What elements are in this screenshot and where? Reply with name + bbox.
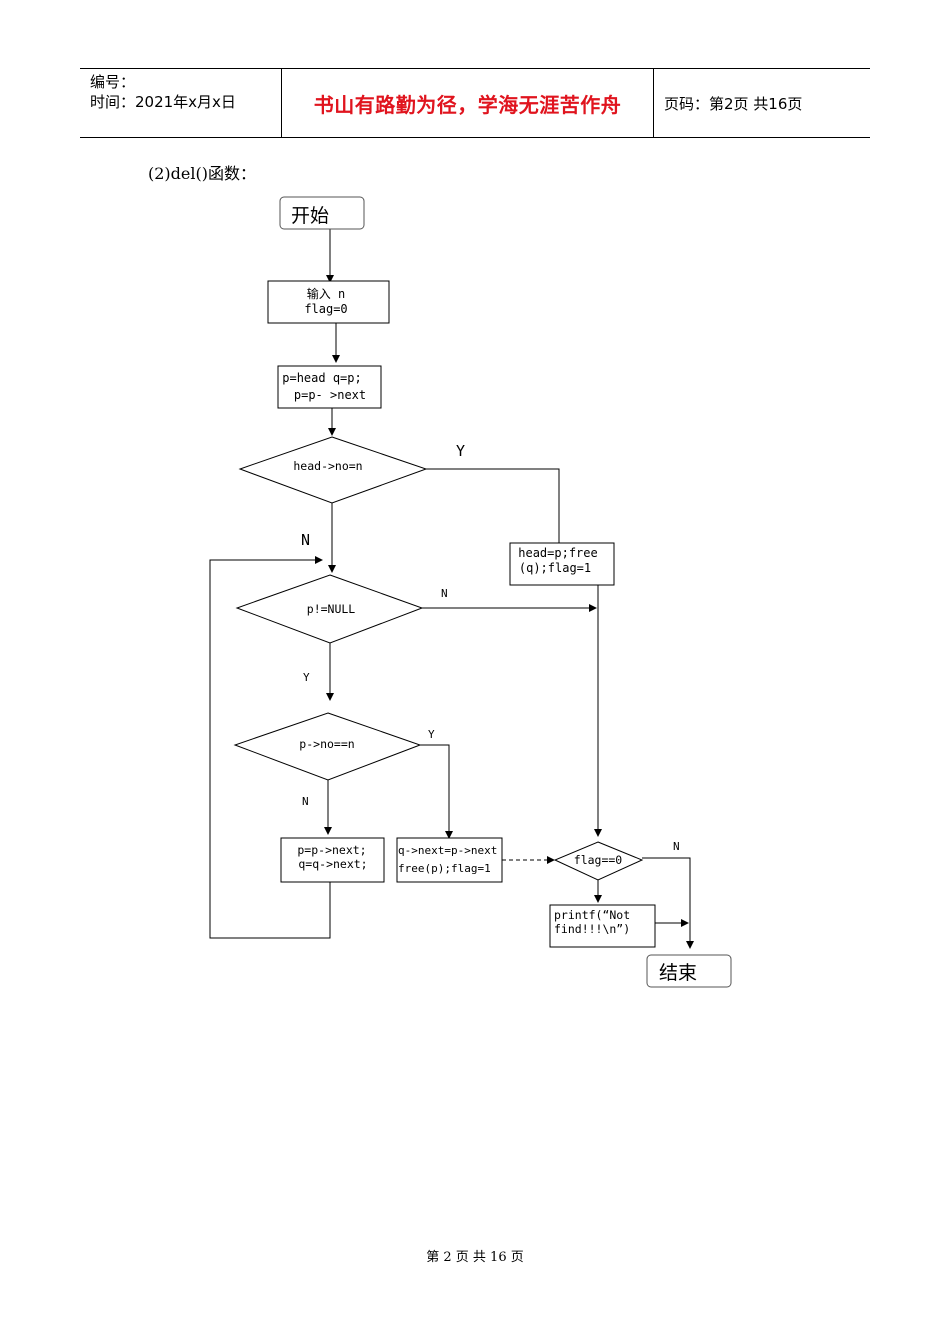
edge-condhead-yes (426, 468, 560, 543)
node-cond-match (233, 712, 422, 781)
advance-line2: q=q->next; (298, 857, 367, 871)
label-y-match: Y (428, 728, 435, 741)
header-motto: 书山有路勤为径，学海无涯苦作舟 (282, 69, 654, 137)
node-input (267, 280, 390, 324)
label-y-condhead: Y (456, 442, 465, 460)
input-line1: 输入 n (307, 286, 345, 301)
node-cond-notnull (235, 574, 424, 644)
label-n-match: N (302, 795, 309, 808)
node-end (646, 954, 732, 988)
del-head-line2: (q);flag=1 (519, 561, 591, 575)
number-label: 编号： (90, 73, 136, 91)
node-del-head (509, 542, 615, 586)
header-page-info: 页码：第2页 共16页 (664, 94, 803, 113)
del-node-line1: q->next=p->next (398, 844, 497, 857)
del-head-line1: head=p;free (518, 546, 597, 560)
page-header: 编号： 时间：2021年x月x日 书山有路勤为径，学海无涯苦作舟 页码：第2页 … (80, 68, 870, 138)
print-line2: find!!!\n”) (554, 922, 630, 936)
section-subtitle: (2)del()函数： (148, 164, 256, 183)
node-cond-flag (553, 841, 644, 881)
label-n-notnull: N (441, 587, 448, 600)
advance-line1: p=p->next; (297, 843, 366, 857)
node-cond-head (238, 436, 428, 504)
edge-loop-back (209, 556, 331, 939)
label-n-condhead: N (301, 531, 310, 549)
cond-head-label: head->no=n (293, 459, 362, 473)
node-print (549, 904, 656, 948)
init-line1: p=head q=p; (282, 371, 361, 385)
header-meta: 编号： 时间：2021年x月x日 (80, 69, 282, 137)
page-footer: 第 2 页 共 16 页 (426, 1250, 524, 1265)
del-node-line2: free(p);flag=1 (398, 862, 491, 875)
time-label: 时间：2021年x月x日 (90, 93, 236, 111)
init-line2: p=p- >next (294, 388, 366, 402)
start-label: 开始 (291, 205, 329, 227)
cond-match-label: p->no==n (299, 737, 354, 751)
edge-flag-no (642, 857, 694, 949)
end-label: 结束 (659, 962, 697, 984)
print-line1: printf(“Not (554, 908, 630, 922)
cond-flag-label: flag==0 (574, 853, 623, 867)
node-init (277, 365, 382, 409)
node-del-node (396, 837, 503, 883)
label-n-flag: N (673, 840, 680, 853)
input-line2: flag=0 (304, 302, 347, 316)
edge-match-yes (420, 744, 453, 839)
label-y-notnull: Y (303, 671, 310, 684)
node-start (279, 196, 365, 230)
node-advance (280, 837, 385, 883)
cond-notnull-label: p!=NULL (307, 602, 356, 616)
